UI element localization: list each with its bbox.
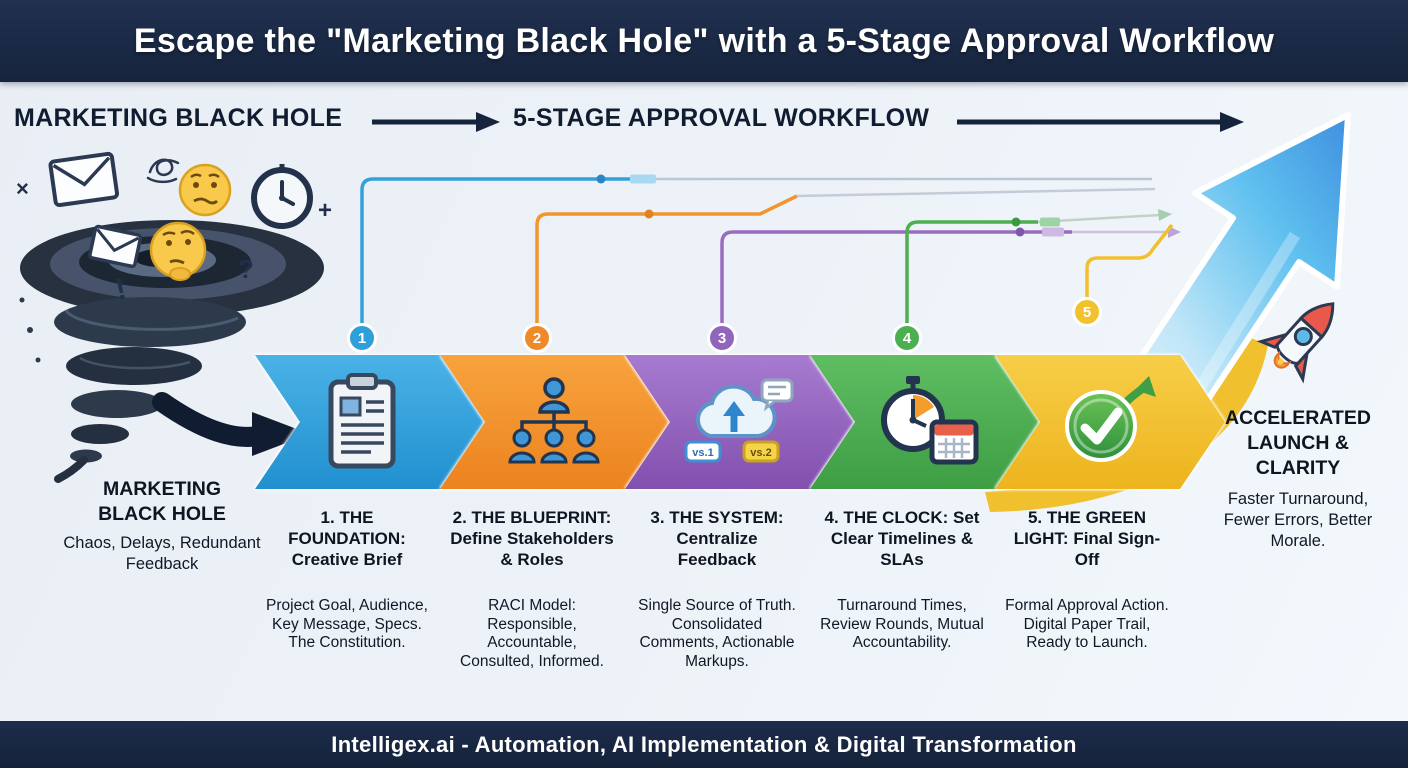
footer-banner: Intelligex.ai - Automation, AI Implement… <box>0 721 1408 768</box>
stage-title: 5. THE GREEN LIGHT: Final Sign-Off <box>1013 508 1161 569</box>
stage-chevron-2 <box>440 355 670 489</box>
stage-number-badges: 1 2 3 4 5 <box>347 297 1102 353</box>
result-title: ACCELERATED LAUNCH & CLARITY <box>1225 407 1371 479</box>
stopwatch-calendar-icon <box>881 376 979 465</box>
header-label-workflow: 5-STAGE APPROVAL WORKFLOW <box>513 104 930 132</box>
black-hole-subtitle: Chaos, Delays, Redundant Feedback <box>63 534 261 573</box>
black-hole-caption: MARKETING BLACK HOLE Chaos, Delays, Redu… <box>52 477 272 575</box>
envelope-icon <box>88 224 143 269</box>
footer-text: Intelligex.ai - Automation, AI Implement… <box>331 731 1077 757</box>
stage-title: 3. THE SYSTEM: Centralize Feedback <box>650 508 784 569</box>
org-chart-icon <box>508 377 600 464</box>
page-title: Escape the "Marketing Black Hole" with a… <box>133 21 1275 60</box>
stage-details: Single Source of Truth. Consolidated Com… <box>638 597 796 670</box>
stage-chevron-5 <box>995 355 1225 489</box>
stage-column-3: 3. THE SYSTEM: Centralize Feedback Singl… <box>617 507 817 685</box>
stage-title: 1. THE FOUNDATION: Creative Brief <box>288 508 406 569</box>
stage-column-2: 2. THE BLUEPRINT: Define Stakeholders & … <box>432 507 632 685</box>
stage-chevron-1 <box>255 355 485 489</box>
stage-chevron-4 <box>810 355 1040 489</box>
version-badge-1: vs.1 <box>692 447 713 459</box>
black-hole-title: MARKETING BLACK HOLE <box>98 478 226 525</box>
badge-3: 3 <box>718 330 726 347</box>
scribble-icon <box>146 158 180 184</box>
result-caption: ACCELERATED LAUNCH & CLARITY Faster Turn… <box>1200 406 1396 552</box>
clipboard-icon <box>328 373 396 469</box>
svg-text:+: + <box>318 197 332 224</box>
confused-face-icon <box>178 163 232 217</box>
top-banner: Escape the "Marketing Black Hole" with a… <box>0 0 1408 82</box>
stage-column-4: 4. THE CLOCK: Set Clear Timelines & SLAs… <box>802 507 1002 685</box>
badge-4: 4 <box>903 330 912 347</box>
black-arrow-icon <box>152 392 310 456</box>
header-label-black-hole: MARKETING BLACK HOLE <box>14 104 343 132</box>
clock-icon <box>251 164 313 229</box>
stage-details: RACI Model: Responsible, Accountable, Co… <box>460 597 604 670</box>
rocket-icon <box>1256 302 1335 384</box>
approval-check-icon <box>1065 376 1156 462</box>
envelope-icon <box>48 151 120 208</box>
stage-details: Project Goal, Audience, Key Message, Spe… <box>266 597 428 651</box>
result-subtitle: Faster Turnaround, Fewer Errors, Better … <box>1223 490 1373 550</box>
cloud-upload-icon: vs.1 vs.2 <box>684 378 794 463</box>
stage-title: 2. THE BLUEPRINT: Define Stakeholders & … <box>450 508 614 569</box>
stage-title: 4. THE CLOCK: Set Clear Timelines & SLAs <box>824 508 980 569</box>
connector-lines <box>360 174 1181 331</box>
flow-arrow-icon <box>372 112 1244 132</box>
thinking-face-icon <box>149 221 207 281</box>
stage-details: Formal Approval Action. Digital Paper Tr… <box>1005 597 1169 651</box>
stage-details: Turnaround Times, Review Rounds, Mutual … <box>820 597 984 651</box>
svg-text:?: ? <box>238 254 254 284</box>
badge-1: 1 <box>358 330 366 347</box>
badge-5: 5 <box>1083 304 1091 321</box>
svg-text:×: × <box>16 176 29 201</box>
stage-column-1: 1. THE FOUNDATION: Creative Brief Projec… <box>247 507 447 685</box>
stage-chevron-3: vs.1 vs.2 <box>625 355 855 489</box>
stage-column-5: 5. THE GREEN LIGHT: Final Sign-Off Forma… <box>987 507 1187 685</box>
version-badge-2: vs.2 <box>750 447 771 459</box>
badge-2: 2 <box>533 330 541 347</box>
